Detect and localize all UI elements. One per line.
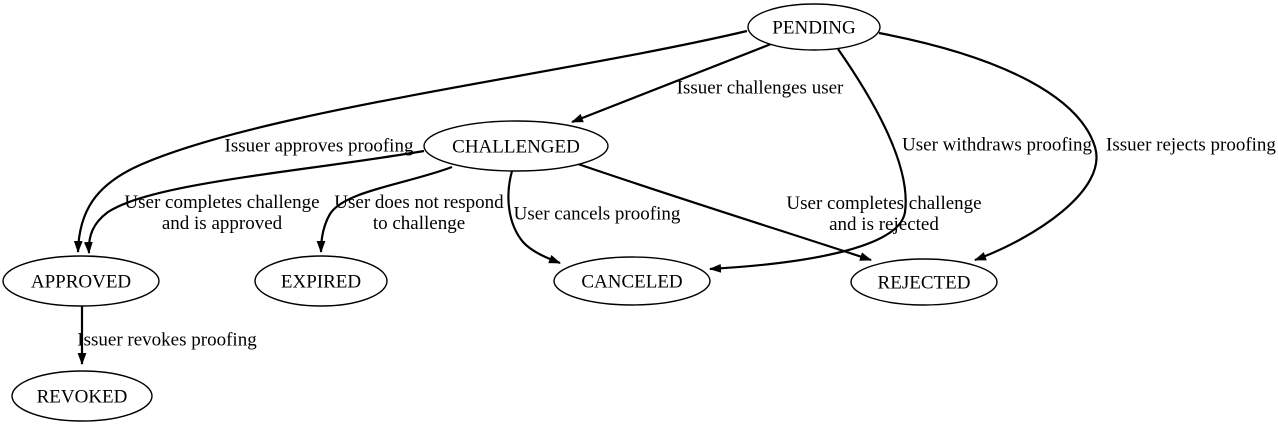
- rejected-label: REJECTED: [878, 273, 971, 294]
- edge-pending-to-challenged: [571, 42, 772, 124]
- state-node-expired: EXPIRED: [254, 255, 388, 307]
- canceled-ellipse: [553, 256, 711, 306]
- edge-challenged-to-approved: [83, 149, 425, 254]
- rejected-ellipse: [850, 258, 998, 306]
- edge-pending-to-rejected: [878, 31, 1098, 262]
- approved-label: APPROVED: [31, 272, 131, 293]
- state-node-approved: APPROVED: [2, 255, 160, 307]
- edge-pending-to-approved: [73, 29, 748, 253]
- state-node-rejected: REJECTED: [850, 258, 998, 306]
- edge-label-challenged-to-canceled: User cancels proofing: [514, 204, 681, 225]
- edge-label-approved-to-revoked: Issuer revokes proofing: [77, 330, 257, 351]
- state-node-pending: PENDING: [747, 3, 881, 51]
- state-node-canceled: CANCELED: [553, 256, 711, 306]
- edge-pending-to-canceled: [709, 48, 907, 273]
- expired-ellipse: [254, 255, 388, 307]
- edge-label-pending-to-canceled: User withdraws proofing: [902, 135, 1092, 156]
- revoked-label: REVOKED: [37, 387, 128, 408]
- pending-label: PENDING: [772, 18, 856, 39]
- edge-label-pending-to-challenged: Issuer challenges user: [677, 78, 844, 99]
- expired-label: EXPIRED: [281, 272, 361, 293]
- edge-challenged-to-rejected: [577, 162, 872, 262]
- pending-ellipse: [747, 3, 881, 51]
- revoked-ellipse: [11, 370, 153, 422]
- state-node-challenged: CHALLENGED: [423, 120, 609, 172]
- edge-label-pending-to-approved: Issuer approves proofing: [225, 136, 414, 157]
- challenged-label: CHALLENGED: [452, 137, 580, 158]
- challenged-ellipse: [423, 120, 609, 172]
- canceled-label: CANCELED: [581, 272, 682, 293]
- edge-challenged-to-canceled: [507, 170, 561, 265]
- edge-challenged-to-expired: [316, 165, 453, 253]
- approved-ellipse: [2, 255, 160, 307]
- state-node-revoked: REVOKED: [11, 370, 153, 422]
- edge-label-pending-to-rejected: Issuer rejects proofing: [1106, 135, 1276, 156]
